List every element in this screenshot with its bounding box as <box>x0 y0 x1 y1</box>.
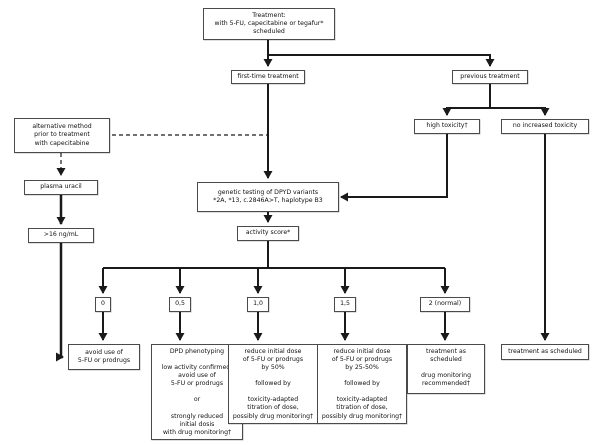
node-previous-treatment: previous treatment <box>452 70 528 84</box>
node-score-0-5: 0,5 <box>169 297 191 312</box>
node-activity-score: activity score* <box>237 226 299 241</box>
node-dpd-phenotyping: DPD phenotyping low activity confirmed: … <box>151 344 243 440</box>
node-score-1-0: 1,0 <box>247 297 269 312</box>
node-first-time-treatment: first-time treatment <box>231 70 305 84</box>
node-genetic-testing: genetic testing of DPYD variants *2A, *1… <box>197 182 339 212</box>
node-avoid-5fu: avoid use of 5-FU or prodrugs <box>68 344 140 370</box>
node-high-toxicity: high toxicity† <box>414 119 480 134</box>
node-reduce-dose-25-50: reduce initial dose of 5-FU or prodrugs … <box>317 344 407 424</box>
node-reduce-dose-50: reduce initial dose of 5-FU or prodrugs … <box>228 344 318 424</box>
node-treatment-scheduled: Treatment: with 5-FU, capecitabine or te… <box>203 8 335 40</box>
node-score-2-normal: 2 (normal) <box>420 297 470 312</box>
node-uracil-threshold: >16 ng/mL <box>28 228 94 243</box>
node-scheduled-with-monitoring: treatment as scheduled drug monitoring r… <box>407 344 485 394</box>
node-score-0: 0 <box>95 297 111 312</box>
node-score-1-5: 1,5 <box>334 297 356 312</box>
node-plasma-uracil: plasma uracil <box>24 180 98 195</box>
node-scheduled: treatment as scheduled <box>501 344 589 360</box>
node-alternative-method: alternative method prior to treatment wi… <box>14 118 110 153</box>
node-no-increased-toxicity: no increased toxicity <box>501 119 589 134</box>
